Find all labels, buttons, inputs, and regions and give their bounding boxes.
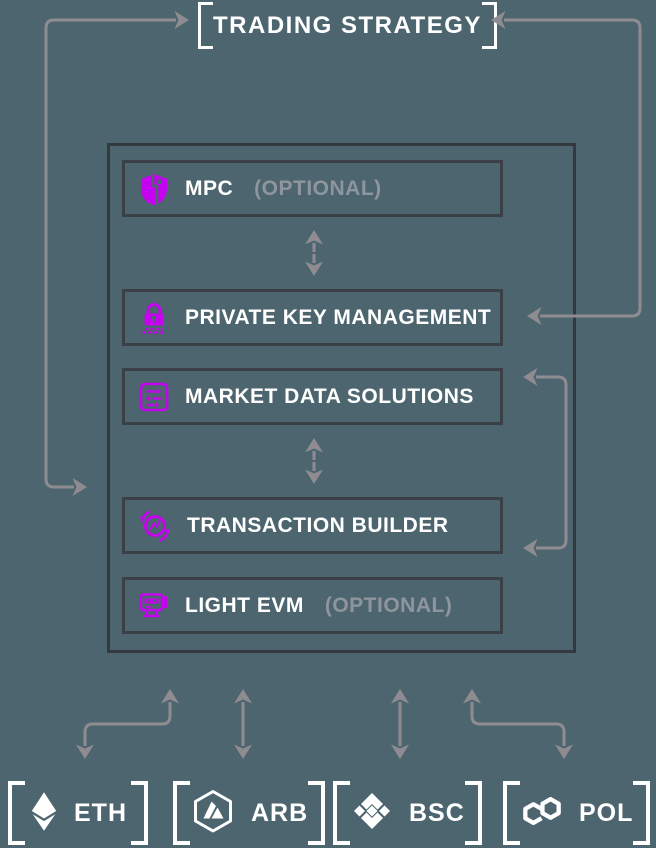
right-bracket: [464, 781, 482, 845]
right-bracket: [131, 781, 148, 845]
chain-bsc: BSC: [333, 781, 482, 845]
node-market-data-solutions: MARKET DATA SOLUTIONS: [122, 368, 503, 425]
left-bracket: [198, 2, 213, 49]
title-group: TRADING STRATEGY: [198, 2, 497, 49]
chain-label: BSC: [409, 798, 465, 827]
chain-pol: POL: [503, 781, 651, 845]
mpc-shield-icon: [136, 171, 172, 207]
light-evm-machine-icon: [136, 588, 172, 624]
node-suffix: (OPTIONAL): [254, 176, 382, 200]
arbitrum-icon: [190, 788, 236, 839]
node-mpc: MPC (OPTIONAL): [122, 160, 503, 217]
left-bracket: [173, 781, 190, 845]
ethereum-icon: [29, 789, 59, 838]
node-label: LIGHT EVM: [185, 593, 304, 617]
transaction-builder-cycle-icon: [136, 507, 174, 545]
polygon-icon: [520, 791, 564, 836]
node-label: MARKET DATA SOLUTIONS: [185, 384, 474, 408]
left-bracket: [503, 781, 520, 845]
private-key-lock-icon: [136, 300, 172, 336]
right-bracket: [481, 2, 497, 49]
node-private-key-management: PRIVATE KEY MANAGEMENT: [122, 289, 503, 346]
arrow-elbow-pol: [463, 689, 573, 759]
chain-label: POL: [579, 798, 634, 827]
left-bracket: [333, 781, 350, 845]
right-bracket: [308, 781, 326, 845]
market-data-panel-icon: [136, 379, 172, 415]
left-bracket: [8, 781, 25, 845]
chain-arb: ARB: [173, 781, 326, 845]
chain-label: ETH: [74, 798, 127, 827]
node-transaction-builder: TRANSACTION BUILDER: [122, 497, 503, 554]
page-title: TRADING STRATEGY: [213, 11, 482, 39]
chain-label: ARB: [251, 798, 309, 827]
node-label: PRIVATE KEY MANAGEMENT: [185, 305, 492, 329]
node-label: TRANSACTION BUILDER: [187, 513, 449, 537]
binance-smart-chain-icon: [350, 789, 394, 838]
chain-eth: ETH: [8, 781, 148, 845]
node-light-evm: LIGHT EVM (OPTIONAL): [122, 577, 503, 634]
node-suffix: (OPTIONAL): [324, 593, 453, 617]
arrow-elbow-eth: [76, 689, 179, 759]
right-bracket: [633, 781, 651, 845]
node-label: MPC: [185, 176, 234, 200]
